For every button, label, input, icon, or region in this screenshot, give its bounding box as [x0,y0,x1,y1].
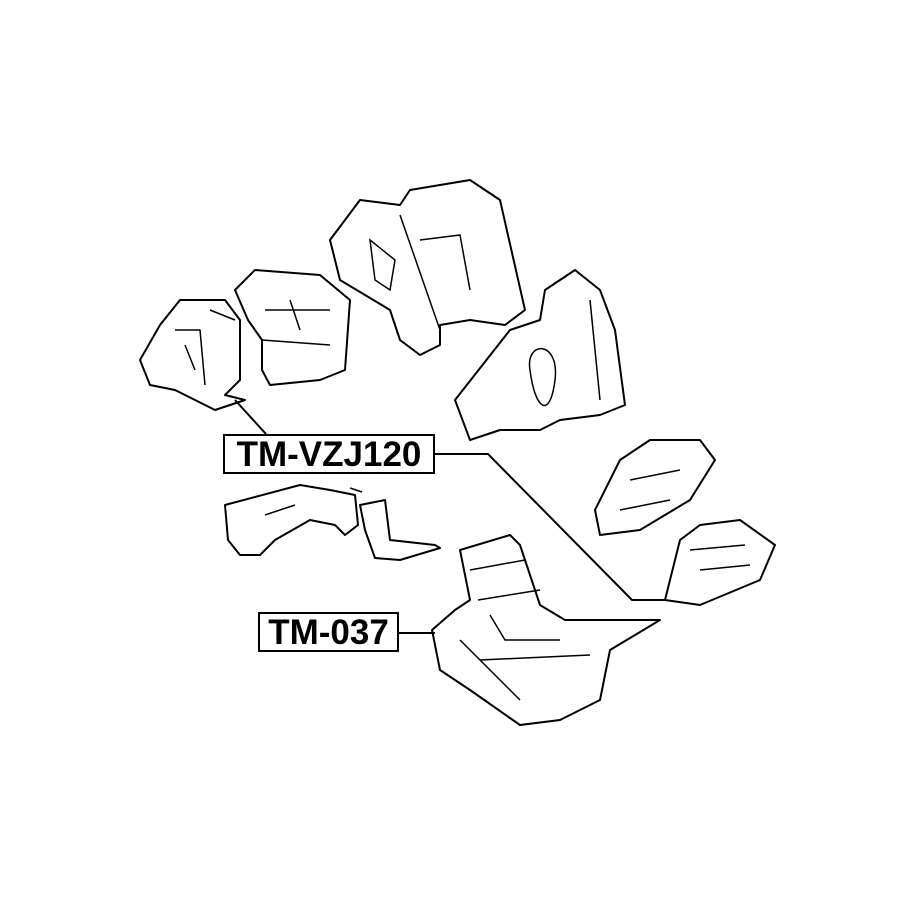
upper-bracket [329,179,526,356]
right-insulator [594,439,716,536]
leader-line-tm-vzj120-left [234,399,267,435]
right-bracket [454,269,626,441]
left-engine-mount [139,299,246,411]
leader-line-tm-vzj120-right [435,453,665,601]
right-bracket-plate [664,519,776,606]
insulator-pad [234,269,351,386]
small-bracket-left [224,484,363,556]
part-label-tm-vzj120: TM-VZJ120 [223,434,435,474]
small-bracket-right [359,499,441,561]
transmission-mount [431,534,661,726]
part-label-tm-037: TM-037 [258,612,399,652]
